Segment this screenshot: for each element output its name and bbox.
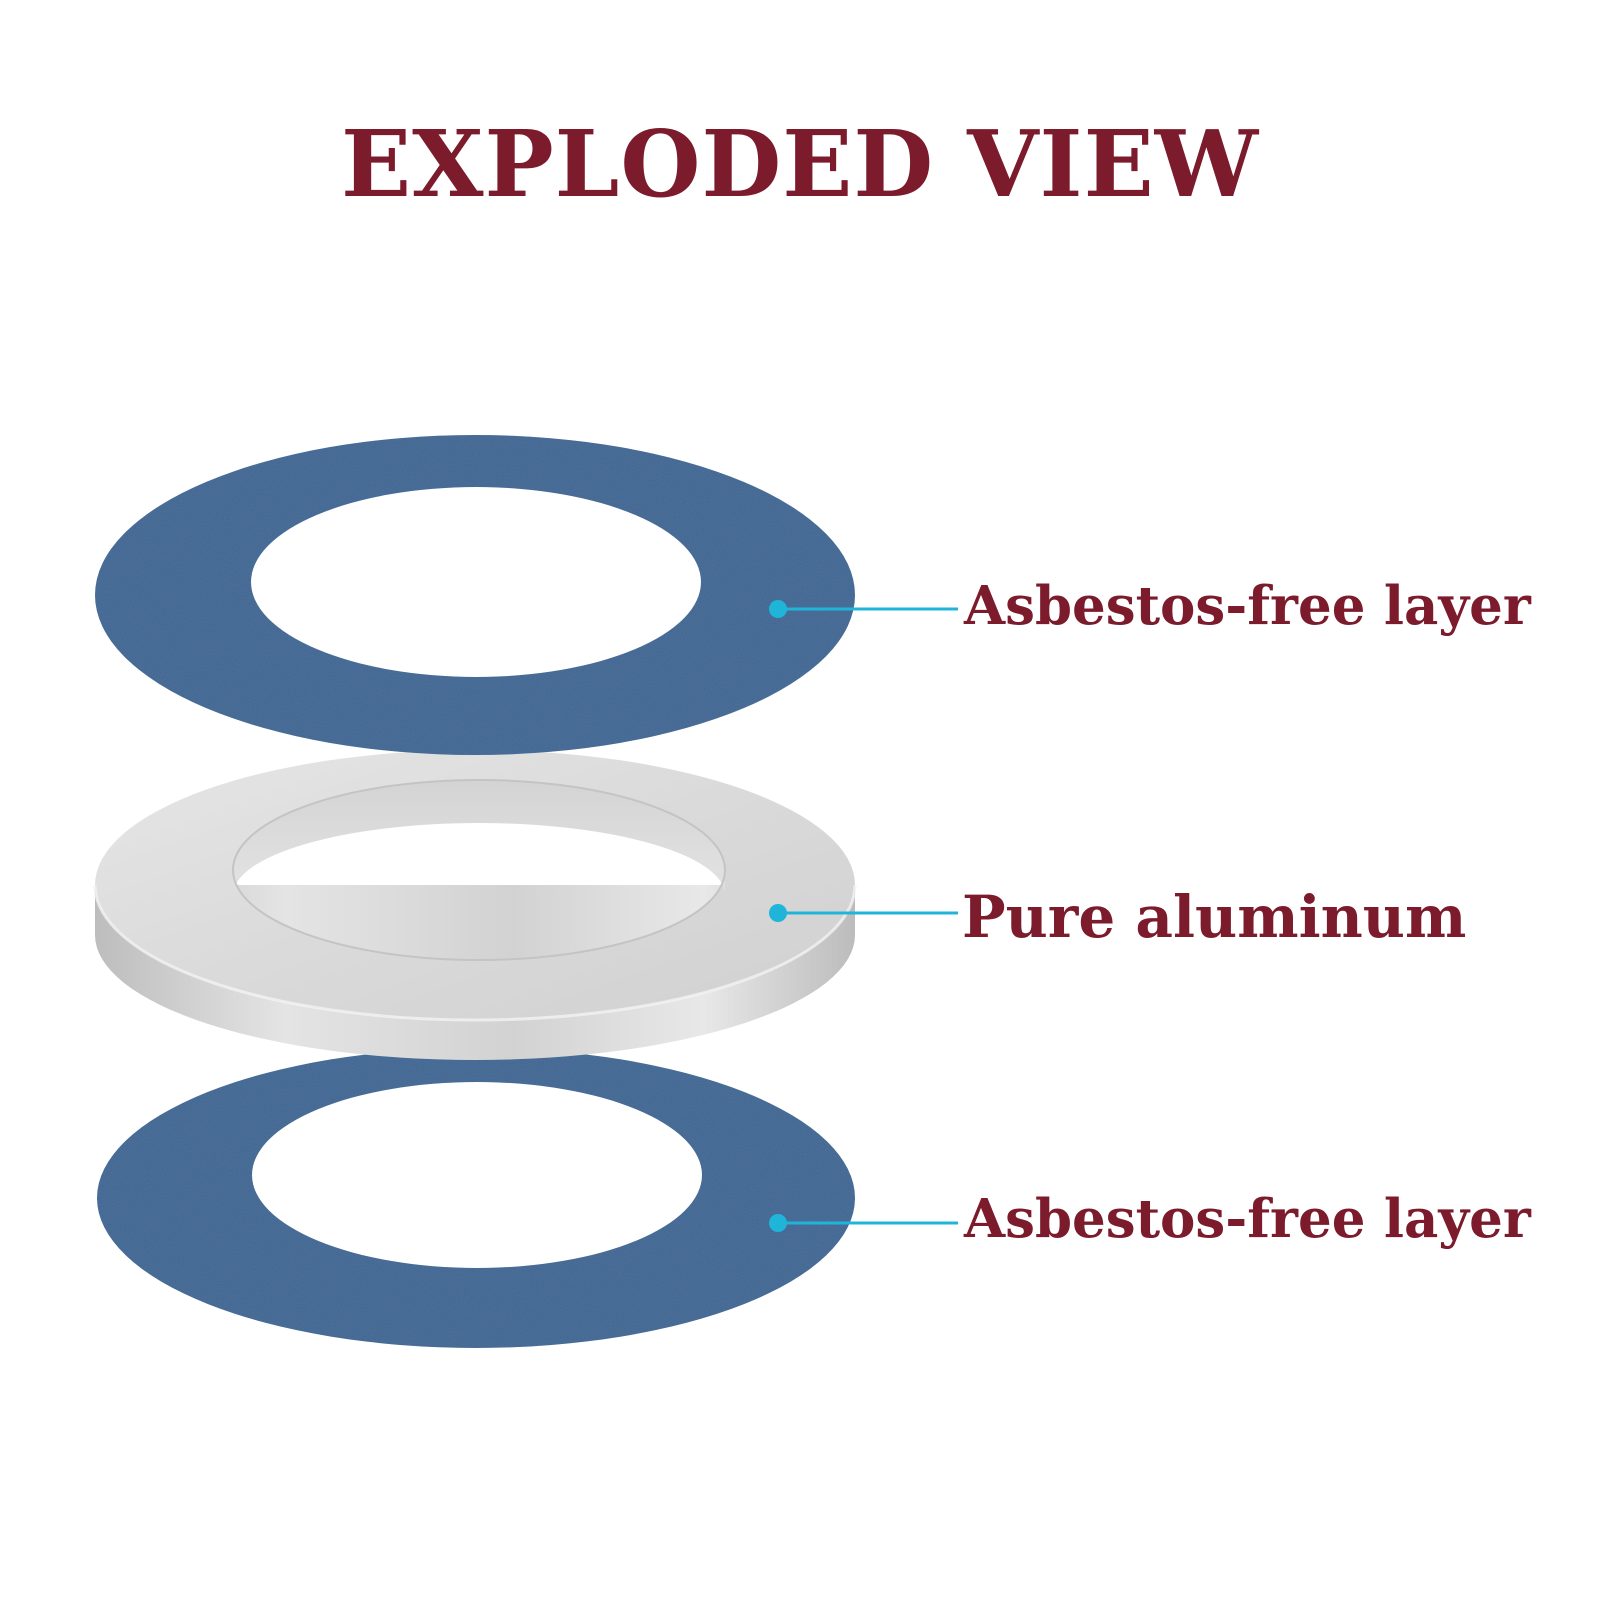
leader-dot-bottom: [769, 1214, 787, 1232]
bottom-gasket-ring: [97, 1048, 855, 1348]
leader-bottom: [769, 1214, 958, 1232]
label-top-layer: Asbestos-free layer: [964, 575, 1531, 637]
leader-dot-middle: [769, 904, 787, 922]
aluminum-washer: [93, 750, 857, 1060]
leader-top: [769, 600, 958, 618]
aluminum-washer-bore: [233, 780, 725, 895]
leader-middle: [769, 904, 958, 922]
aluminum-washer-top: [95, 750, 855, 1020]
page-title: EXPLODED VIEW: [340, 110, 1260, 218]
top-gasket-ring: [95, 435, 855, 755]
label-middle-layer: Pure aluminum: [962, 883, 1467, 951]
label-bottom-layer: Asbestos-free layer: [964, 1188, 1531, 1250]
leader-dot-top: [769, 600, 787, 618]
